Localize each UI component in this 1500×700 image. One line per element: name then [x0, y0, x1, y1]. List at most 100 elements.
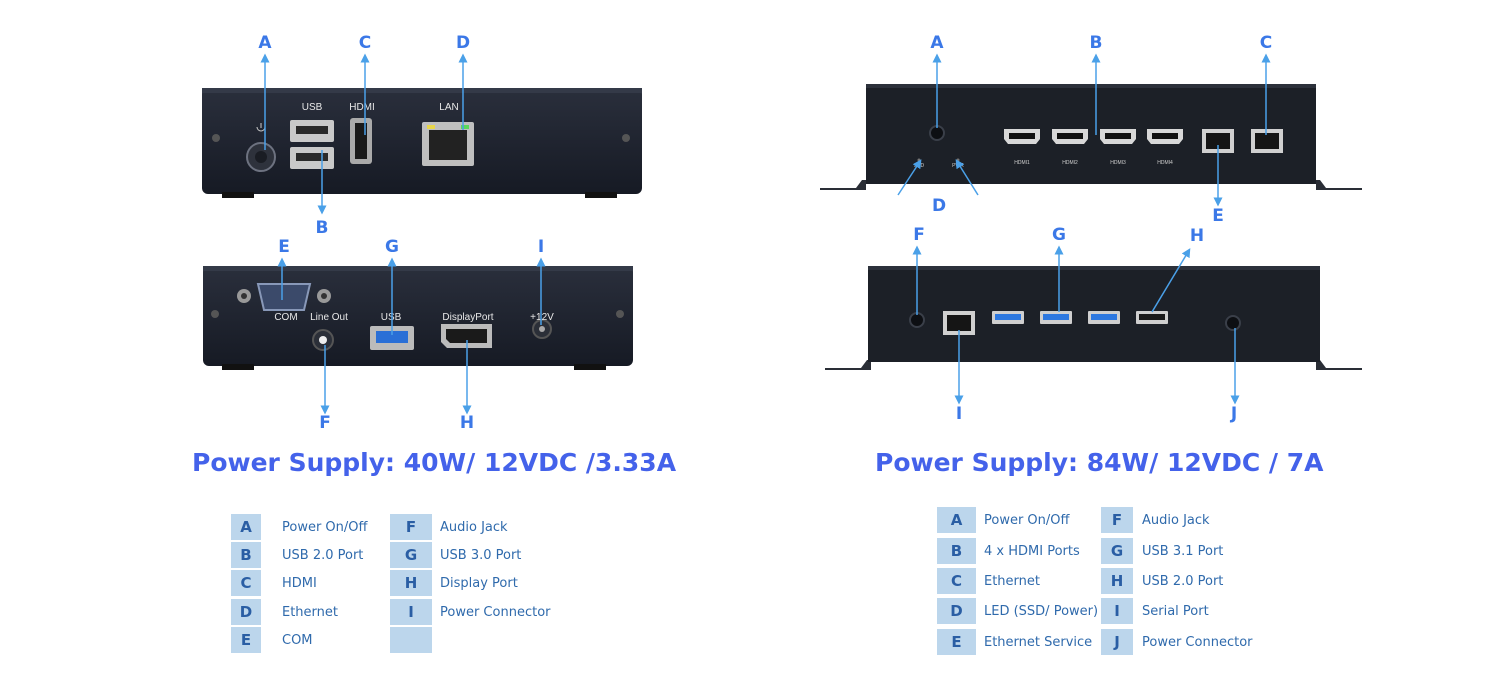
legend-desc: Ethernet: [984, 573, 1040, 589]
legend-key: H: [1101, 568, 1133, 594]
legend-row: [390, 627, 440, 653]
legend-row: H Display Port: [390, 570, 518, 596]
legend-key: C: [231, 570, 261, 596]
legend-desc: Power Connector: [1142, 634, 1253, 650]
usb-port-icon: [992, 311, 1168, 324]
left-bottom-label-1: Line Out: [310, 312, 348, 323]
legend-desc: Ethernet Service: [984, 634, 1093, 650]
callout-right-j: J: [1230, 404, 1238, 424]
legend-desc: USB 2.0 Port: [1142, 573, 1224, 589]
legend-row: D LED (SSD/ Power): [937, 598, 1098, 624]
legend-row: A Power On/Off: [937, 507, 1069, 533]
callout-left-f: F: [319, 413, 331, 433]
legend-key: C: [937, 568, 976, 594]
legend-desc: Power On/Off: [984, 512, 1070, 528]
legend-key: [390, 627, 432, 653]
callout-left-h: H: [459, 413, 475, 433]
legend-desc: Ethernet: [282, 604, 338, 620]
legend-key: F: [390, 514, 432, 540]
usb-port-icon: [290, 120, 334, 169]
legend-desc: USB 2.0 Port: [282, 547, 364, 563]
legend-row: E COM: [231, 627, 313, 653]
callout-left-g: G: [385, 237, 399, 257]
left-power-supply-title: Power Supply: 40W/ 12VDC /3.33A: [192, 448, 677, 477]
legend-desc: Audio Jack: [1142, 512, 1210, 528]
left-top-label-1: HDMI: [349, 102, 375, 113]
left-bottom-label-0: COM: [274, 312, 297, 323]
right-top-panel: SSD PWR HDMI1 HDMI2 HDMI3 HDMI4: [820, 84, 1362, 190]
left-top-panel: USB HDMI LAN: [202, 88, 642, 198]
legend-desc: 4 x HDMI Ports: [984, 543, 1080, 559]
callout-left-a: A: [258, 33, 272, 53]
power-connector-icon: [532, 319, 552, 339]
legend-row: F Audio Jack: [390, 514, 508, 540]
legend-row: C HDMI: [231, 570, 317, 596]
leader-lines: [260, 53, 1271, 415]
legend-desc: USB 3.1 Port: [1142, 543, 1224, 559]
callout-left-i: I: [537, 237, 545, 257]
right-top-label-5: HDMI4: [1157, 160, 1173, 166]
legend-key: B: [937, 538, 976, 564]
legend-key: A: [937, 507, 976, 533]
legend-row: F Audio Jack: [1101, 507, 1210, 533]
callout-right-g: G: [1052, 225, 1066, 245]
ethernet-port-icon: [422, 122, 474, 166]
legend-key: I: [1101, 598, 1133, 624]
legend-key: G: [1101, 538, 1133, 564]
serial-port-icon: [237, 283, 331, 311]
callout-left-e: E: [278, 237, 290, 257]
right-power-supply-title: Power Supply: 84W/ 12VDC / 7A: [875, 448, 1324, 477]
right-top-label-3: HDMI2: [1062, 160, 1078, 166]
displayport-icon: [441, 324, 492, 348]
callout-right-e: E: [1212, 206, 1224, 226]
legend-key: F: [1101, 507, 1133, 533]
legend-row: G USB 3.1 Port: [1101, 538, 1223, 564]
legend-desc: LED (SSD/ Power): [984, 603, 1099, 619]
legend-desc: Display Port: [440, 575, 518, 591]
power-icon: [929, 125, 945, 141]
legend-row: J Power Connector: [1101, 629, 1253, 655]
legend-key: I: [390, 599, 432, 625]
legend-desc: Power On/Off: [282, 519, 368, 535]
left-top-label-0: USB: [302, 102, 323, 113]
legend-row: B USB 2.0 Port: [231, 542, 363, 568]
callout-right-a: A: [930, 33, 944, 53]
callout-right-b: B: [1089, 33, 1103, 53]
legend-row: B 4 x HDMI Ports: [937, 538, 1080, 564]
callout-right-h: H: [1189, 226, 1205, 246]
power-connector-icon: [1225, 315, 1241, 331]
callout-left-c: C: [358, 33, 372, 53]
legend-key: E: [231, 627, 261, 653]
callout-right-d: D: [931, 196, 947, 216]
audio-jack-icon: [312, 329, 334, 351]
hdmi-port-icon: [350, 118, 372, 164]
callout-right-f: F: [913, 225, 925, 245]
legend-key: G: [390, 542, 432, 568]
left-bottom-panel: COM Line Out USB DisplayPort +12V: [203, 266, 633, 370]
legend-row: G USB 3.0 Port: [390, 542, 521, 568]
right-top-label-2: HDMI1: [1014, 160, 1030, 166]
left-bottom-label-4: +12V: [530, 312, 554, 323]
callout-left-d: D: [455, 33, 471, 53]
ethernet-port-icon: [1202, 129, 1283, 153]
callout-left-b: B: [315, 218, 329, 238]
hdmi-port-icon: [1004, 129, 1183, 144]
legend-desc: COM: [282, 632, 313, 648]
right-bottom-panel: [825, 266, 1362, 370]
legend-desc: USB 3.0 Port: [440, 547, 522, 563]
callout-right-c: C: [1259, 33, 1273, 53]
legend-key: J: [1101, 629, 1133, 655]
legend-key: D: [937, 598, 976, 624]
legend-desc: Audio Jack: [440, 519, 508, 535]
legend-row: C Ethernet: [937, 568, 1040, 594]
legend-key: H: [390, 570, 432, 596]
power-icon: [246, 123, 276, 172]
callout-right-i: I: [955, 404, 963, 424]
legend-key: A: [231, 514, 261, 540]
legend-key: B: [231, 542, 261, 568]
legend-desc: HDMI: [282, 575, 317, 591]
